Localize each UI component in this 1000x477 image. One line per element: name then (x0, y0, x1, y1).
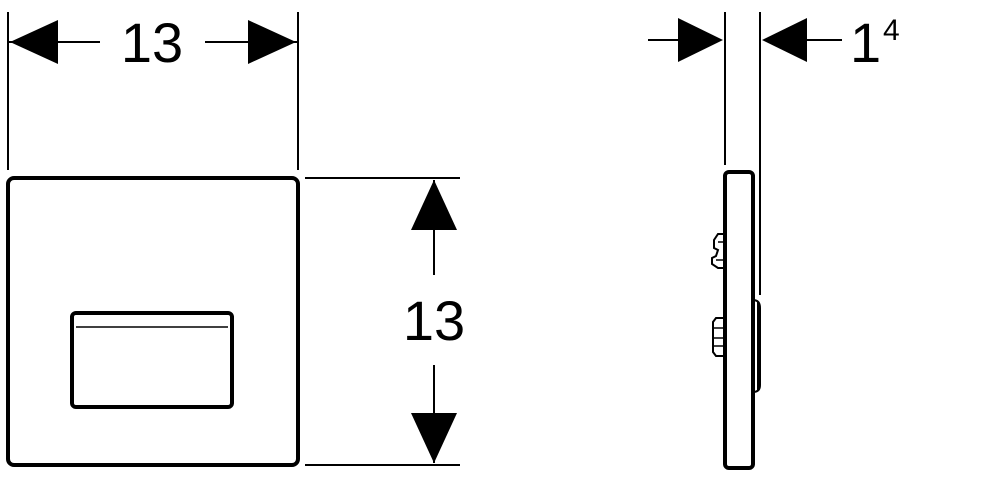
lower-mounting-clip-icon (712, 317, 725, 357)
depth-arrow-left-icon (762, 18, 807, 62)
side-plate-outline (723, 170, 755, 470)
height-arrow-down-icon (411, 413, 457, 463)
depth-arrow-right-icon (678, 18, 723, 62)
side-button-profile (752, 299, 761, 393)
width-dimension: 13 (7, 11, 299, 170)
width-label: 13 (121, 11, 183, 74)
front-view (6, 176, 300, 467)
height-arrow-up-icon (411, 180, 457, 230)
flush-button-outline (70, 311, 234, 409)
width-arrow-left-icon (10, 20, 58, 64)
depth-label-main: 1 (850, 11, 881, 74)
depth-label-superscript: 4 (883, 14, 900, 47)
height-label: 13 (403, 289, 465, 352)
side-view (711, 170, 761, 470)
upper-mounting-clip-icon (711, 233, 725, 269)
depth-dimension: 1 4 (648, 11, 900, 295)
height-dimension: 13 (305, 177, 465, 466)
depth-label: 1 (850, 11, 881, 74)
width-arrow-right-icon (248, 20, 296, 64)
